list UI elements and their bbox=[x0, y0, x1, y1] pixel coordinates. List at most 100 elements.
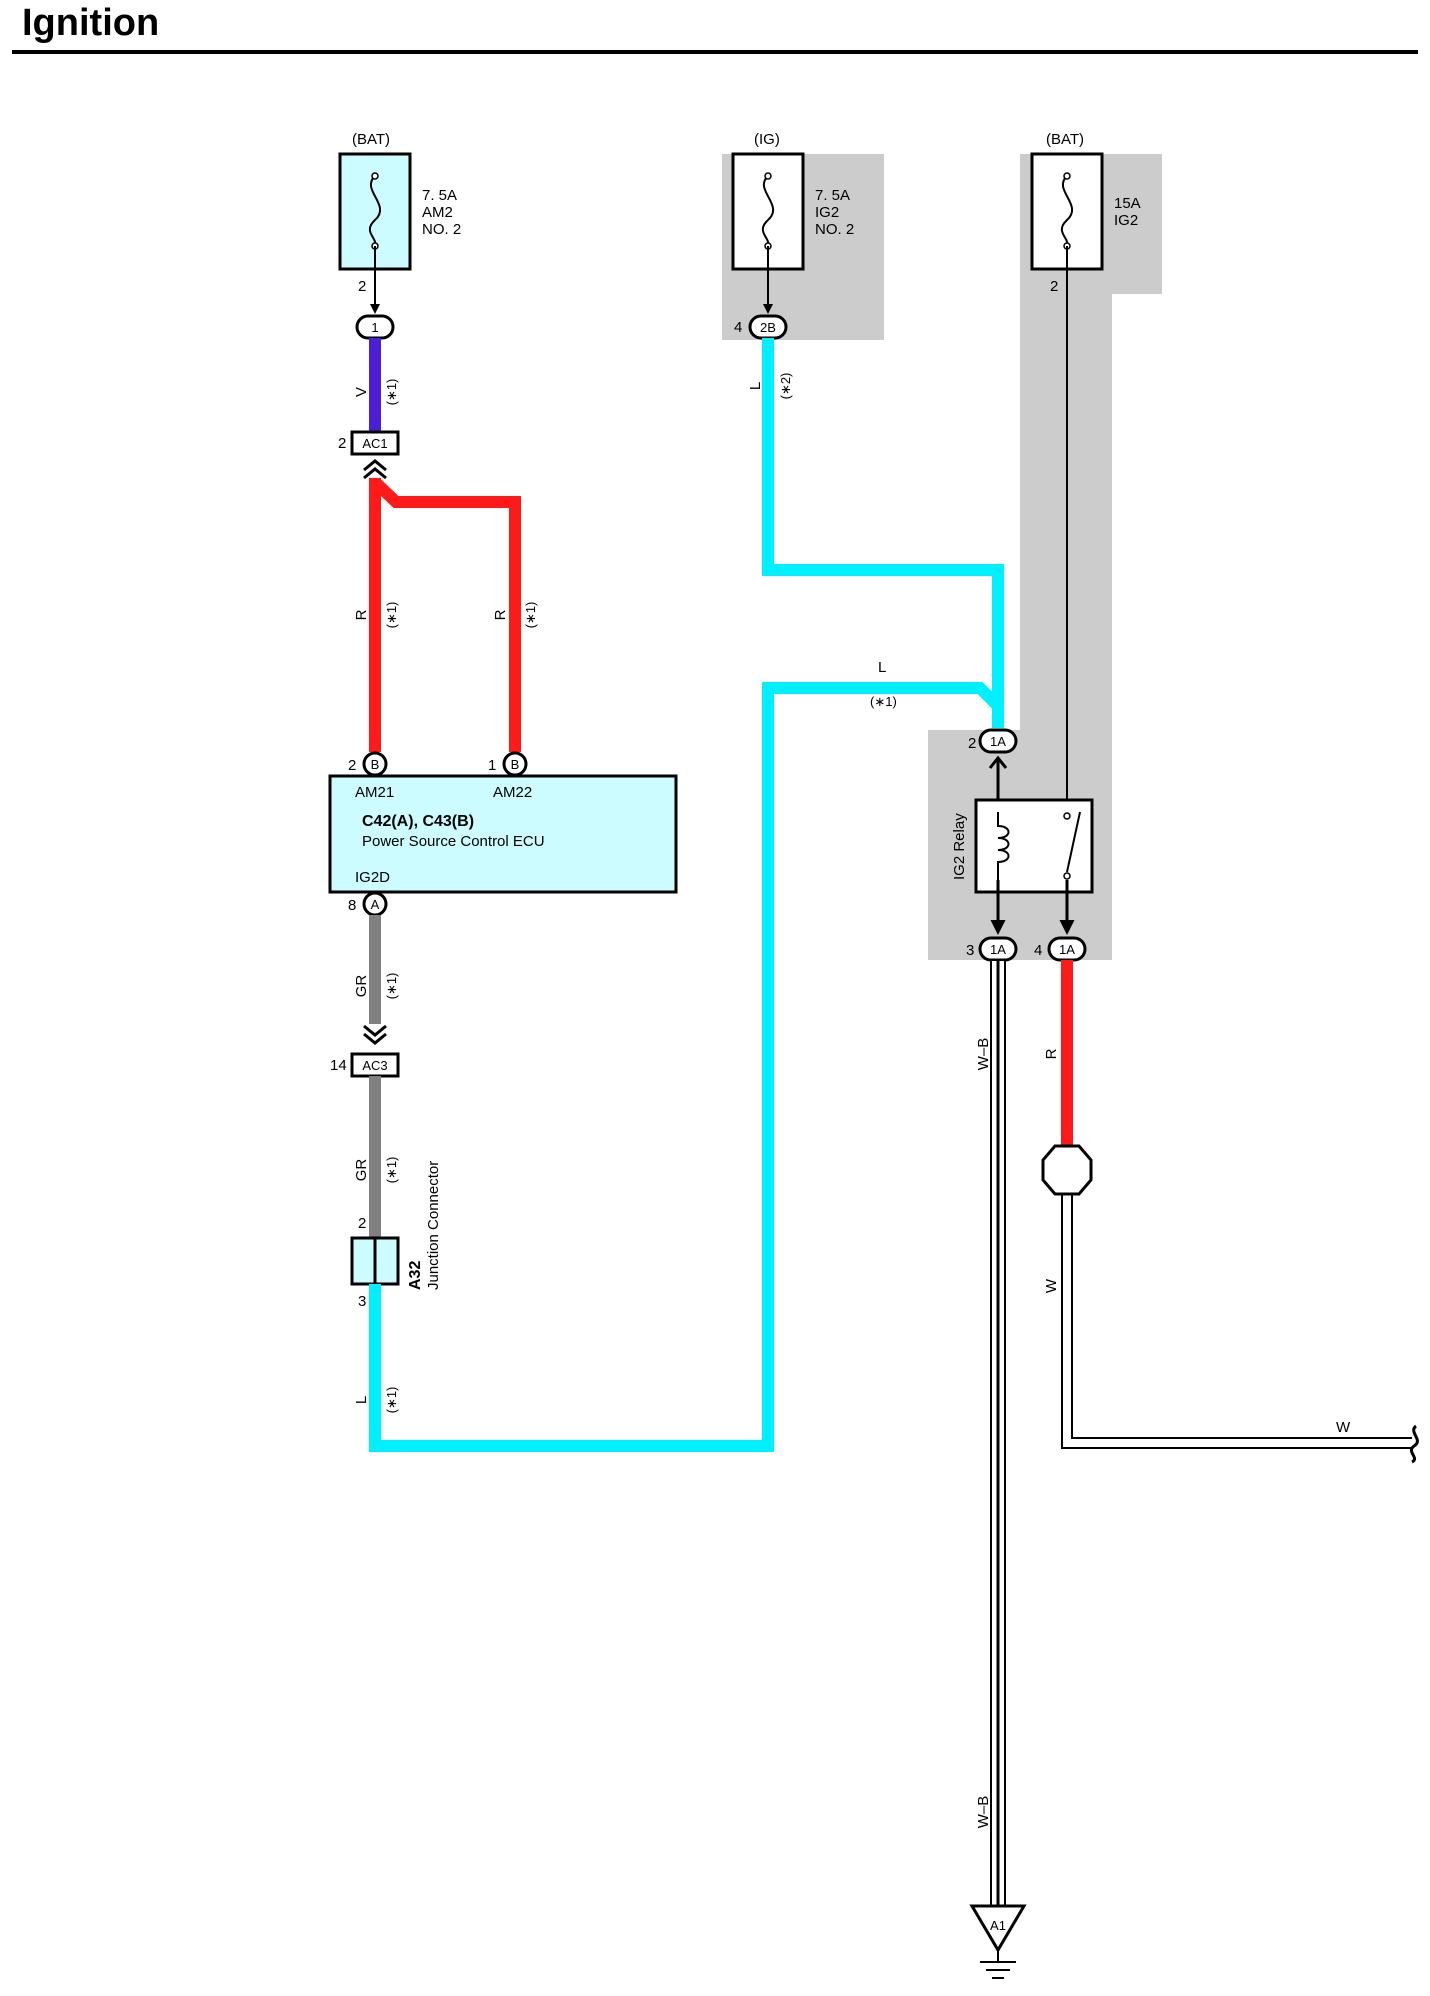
wire-color-label: L bbox=[353, 1396, 370, 1404]
wire-color-label: R bbox=[353, 609, 370, 620]
junction-connector-a32: 2 3 A32 Junction Connector bbox=[350, 1161, 442, 1310]
title-rule bbox=[12, 50, 1418, 54]
ground-label: A1 bbox=[990, 1918, 1006, 1933]
wire-color-label: R bbox=[1043, 1048, 1060, 1059]
connector-label: 2B bbox=[760, 320, 776, 335]
relay-switch-icon bbox=[1066, 811, 1081, 873]
connector-chevron bbox=[363, 459, 387, 480]
wire-color-label: L bbox=[747, 382, 764, 390]
fuse-icon bbox=[1060, 175, 1074, 247]
junction-pin: 3 bbox=[358, 1293, 366, 1310]
ecu-pin-label: AM21 bbox=[355, 784, 394, 801]
wire-red bbox=[369, 477, 521, 752]
page-title: Ignition bbox=[22, 2, 160, 44]
connector-box bbox=[350, 430, 400, 456]
wire-note-label: (∗1) bbox=[870, 694, 897, 709]
connector-pin: 14 bbox=[330, 1057, 347, 1074]
wire-break-icon bbox=[1409, 1424, 1419, 1464]
fuse-source-label: (BAT) bbox=[352, 131, 390, 148]
ecu-code: C42(A), C43(B) bbox=[362, 813, 474, 830]
fuse-pin: 2 bbox=[1050, 278, 1058, 295]
fuse-am2-no2: (BAT) 7. 5A AM2 NO. 2 2 bbox=[338, 131, 461, 295]
ground-a1: A1 bbox=[969, 1904, 1027, 1979]
wire-note-label: (∗1) bbox=[384, 1157, 399, 1184]
fuse-terminal bbox=[371, 172, 379, 180]
relay-box bbox=[974, 798, 1094, 894]
wire-color-label: L bbox=[878, 659, 886, 676]
connector-pin: 4 bbox=[1034, 942, 1042, 959]
fuse-name-2: NO. 2 bbox=[422, 221, 461, 238]
wire-color-label: W–B bbox=[975, 1796, 992, 1829]
connector-pin: 4 bbox=[734, 319, 742, 336]
connector-pin: 3 bbox=[966, 942, 974, 959]
wire-note-label: (∗1) bbox=[384, 1387, 399, 1414]
connector-pin: 2 bbox=[968, 735, 976, 752]
connector-label: 1A bbox=[990, 942, 1006, 957]
fuse-rating: 7. 5A bbox=[422, 187, 457, 204]
connector-chevron bbox=[363, 1024, 387, 1045]
wire-color-label: W bbox=[1043, 1278, 1060, 1293]
connector-ac1: 2 AC1 bbox=[338, 430, 400, 480]
fuse-name: IG2 bbox=[1114, 212, 1138, 229]
ecu-pin-a8: 8 A bbox=[348, 891, 388, 917]
ecu-power-source-control: AM21 AM22 C42(A), C43(B) Power Source Co… bbox=[328, 774, 678, 894]
connector-pin: 2 bbox=[348, 757, 356, 774]
ig2-relay: IG2 Relay bbox=[951, 798, 1094, 894]
connector-label: 1A bbox=[1059, 942, 1075, 957]
relay-name: IG2 Relay bbox=[951, 813, 968, 880]
fuse-name: IG2 bbox=[815, 204, 839, 221]
junction-code: A32 bbox=[407, 1261, 424, 1290]
connector-label: B bbox=[511, 757, 520, 772]
connector-relay-out-4: 4 1A bbox=[1034, 936, 1087, 962]
ecu-box bbox=[328, 774, 678, 894]
wire-color-label: R bbox=[492, 609, 509, 620]
fuse-name: AM2 bbox=[422, 204, 453, 221]
fuse-source-label: (IG) bbox=[754, 131, 780, 148]
relay-contact-terminal bbox=[1063, 812, 1071, 820]
wire-note-label: (∗1) bbox=[384, 973, 399, 1000]
connector-ac3: 14 AC3 bbox=[330, 1024, 400, 1078]
wire-note-label: (∗1) bbox=[384, 602, 399, 629]
connector-pin: 1 bbox=[488, 757, 496, 774]
wire-white-black bbox=[990, 959, 1006, 1911]
fuse-rating: 7. 5A bbox=[815, 187, 850, 204]
connector-2b: 4 2B bbox=[734, 314, 788, 340]
relay-coil-icon bbox=[997, 812, 1010, 880]
splice-octagon bbox=[1041, 1144, 1093, 1196]
wire-blue bbox=[762, 338, 1004, 728]
connector-oval bbox=[978, 728, 1018, 754]
ecu-pin-b2: 2 B bbox=[348, 751, 388, 777]
junction-pin: 2 bbox=[358, 1215, 366, 1232]
ecu-pin-b1: 1 B bbox=[488, 751, 528, 777]
fuse-rating: 15A bbox=[1114, 195, 1141, 212]
connector-label: 1A bbox=[990, 734, 1006, 749]
wire-note-label: (∗1) bbox=[523, 602, 538, 629]
wire-color-label: V bbox=[353, 387, 370, 397]
connector-relay-in: 2 1A bbox=[968, 728, 1018, 754]
wire-color-label: W bbox=[1336, 1419, 1351, 1436]
fuse-terminal bbox=[764, 172, 772, 180]
connector-pin: 8 bbox=[348, 897, 356, 914]
connector-label: AC3 bbox=[362, 1058, 387, 1073]
connector-label: A bbox=[371, 897, 380, 912]
wire-note-label: (∗1) bbox=[384, 379, 399, 406]
connector-label: AC1 bbox=[362, 436, 387, 451]
ecu-pin-label: AM22 bbox=[493, 784, 532, 801]
connector-1: 1 bbox=[355, 314, 395, 340]
fuse-pin: 2 bbox=[358, 278, 366, 295]
fuse-terminal bbox=[1063, 172, 1071, 180]
ground-triangle bbox=[969, 1904, 1027, 1953]
wire-color-label: GR bbox=[353, 1159, 370, 1182]
fuse-icon bbox=[761, 175, 775, 247]
fuse-source-label: (BAT) bbox=[1046, 131, 1084, 148]
wire-color-label: GR bbox=[353, 975, 370, 998]
wire-note-label: (∗2) bbox=[778, 373, 793, 400]
arrow-up-icon bbox=[988, 755, 1008, 769]
connector-label: B bbox=[371, 757, 380, 772]
fuse-icon bbox=[368, 175, 382, 247]
wire-white bbox=[1061, 1194, 1412, 1449]
junction-name: Junction Connector bbox=[425, 1161, 442, 1290]
connector-pin: 2 bbox=[338, 435, 346, 452]
relay-contact-terminal bbox=[1063, 872, 1071, 880]
